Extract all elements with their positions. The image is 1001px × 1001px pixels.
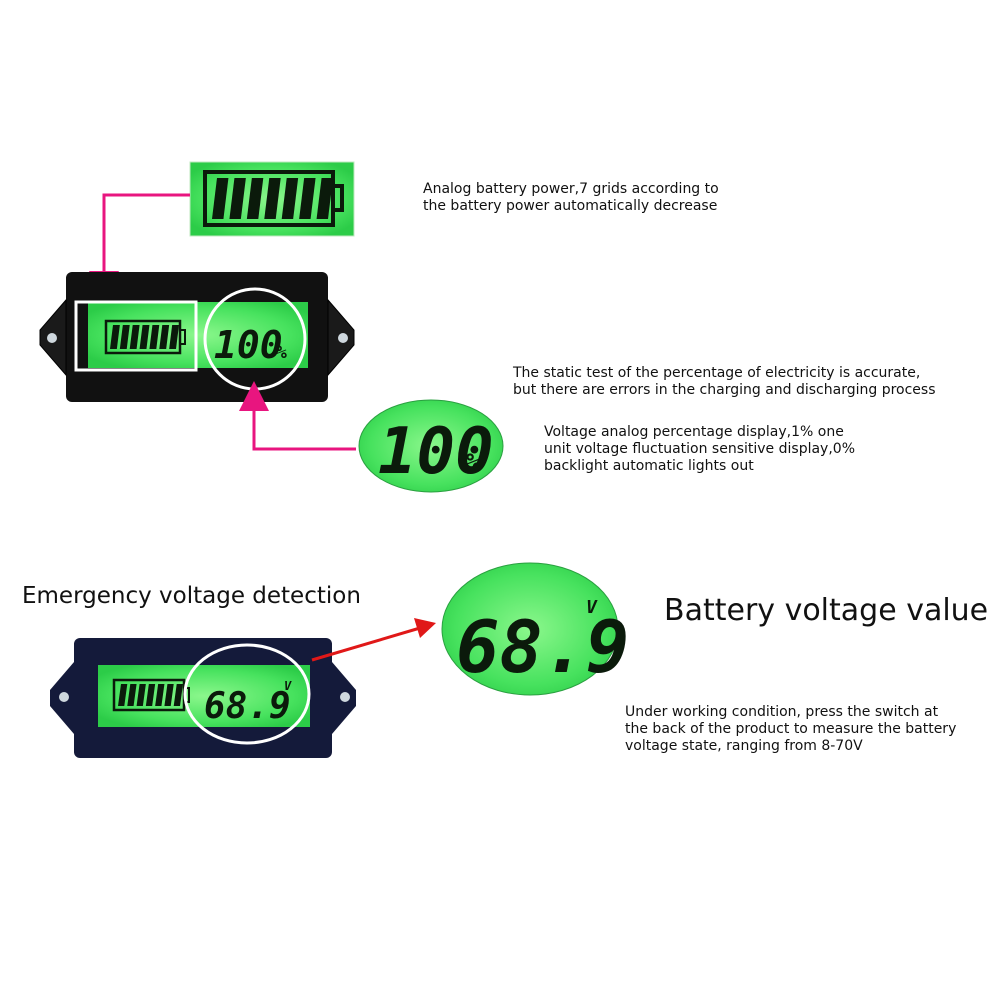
mounting-hole-icon [340, 692, 350, 702]
battery-grid-bar [264, 178, 281, 219]
percentage-display-note: Voltage analog percentage display,1% one… [544, 424, 855, 475]
voltage-highlight-ellipse [183, 643, 311, 745]
module-percent-reading: 100 [214, 323, 283, 367]
working-condition-note: Under working condition, press the switc… [625, 704, 956, 755]
working-condition-note-line: Under working condition, press the switc… [625, 704, 939, 720]
battery-grid-note: Analog battery power,7 grids according t… [423, 181, 719, 215]
battery-grid-bar [119, 325, 130, 349]
percentage-display-note-line: unit voltage fluctuation sensitive displ… [544, 441, 855, 457]
battery-grid-bar [159, 325, 170, 349]
battery-grid-bar [164, 684, 174, 706]
battery-grid-bar [129, 325, 140, 349]
battery-grid-bar [212, 178, 229, 219]
navy-battery-grid-bars [118, 684, 183, 706]
battery-grid-bar [149, 325, 160, 349]
module-voltage-reading: 68.9 [204, 686, 291, 727]
zoomed-voltage-reading: 68.9 [456, 605, 629, 689]
battery-grid-note-line: Analog battery power,7 grids according t… [423, 181, 719, 197]
black-battery-module: 100 % [39, 272, 355, 402]
battery-grid-bar [246, 178, 264, 219]
battery-grid-bar [139, 325, 150, 349]
battery-grid-bar [136, 684, 146, 706]
battery-outline-icon [203, 170, 344, 227]
static-test-note-line: The static test of the percentage of ele… [513, 365, 921, 381]
magenta-pointer-bottom [239, 381, 356, 451]
percentage-display-note-line: Voltage analog percentage display,1% one [544, 424, 844, 440]
zoomed-percent-unit: % [466, 448, 481, 476]
module-battery-grid-bars [110, 325, 179, 349]
battery-grid-bar [316, 178, 333, 219]
mounting-hole-icon [59, 692, 69, 702]
module-voltage-unit: V [284, 679, 292, 693]
battery-grid-bar [281, 178, 299, 219]
battery-grid-bar [118, 684, 128, 706]
zoomed-percent-reading: 100 [378, 415, 494, 489]
zoomed-battery-lcd [189, 161, 355, 237]
battery-grid-bar [127, 684, 137, 706]
battery-grid-bar [299, 178, 316, 219]
zoomed-percent-lcd: 100 % [358, 399, 504, 493]
emergency-voltage-title: Emergency voltage detection [22, 583, 361, 609]
battery-grid-bar [173, 684, 183, 706]
navy-voltage-module: 68.9 V [50, 638, 356, 758]
mounting-hole-icon [338, 333, 348, 343]
battery-grid-bar [145, 684, 156, 706]
battery-voltage-title: Battery voltage value [664, 593, 989, 628]
mounting-hole-icon [47, 333, 57, 343]
battery-grid-bar [155, 684, 165, 706]
working-condition-note-line: voltage state, ranging from 8-70V [625, 738, 863, 754]
static-test-note: The static test of the percentage of ele… [513, 365, 936, 399]
working-condition-note-line: the back of the product to measure the b… [625, 721, 957, 737]
zoomed-voltage-lcd: 68.9 V [441, 562, 629, 696]
static-test-note-line: but there are errors in the charging and… [513, 382, 936, 398]
zoomed-voltage-unit: V [586, 597, 598, 618]
module-percent-unit: % [276, 342, 287, 363]
battery-grid-bar [110, 325, 120, 349]
magenta-pointer-top [89, 193, 190, 301]
battery-highlight-box [74, 300, 198, 372]
battery-grid-bars [212, 178, 333, 219]
battery-grid-note-line: the battery power automatically decrease [423, 198, 718, 214]
battery-grid-bar [169, 325, 179, 349]
red-pointer-arrow [311, 618, 436, 662]
percentage-display-note-line: backlight automatic lights out [544, 458, 754, 474]
battery-grid-bar [229, 178, 246, 219]
